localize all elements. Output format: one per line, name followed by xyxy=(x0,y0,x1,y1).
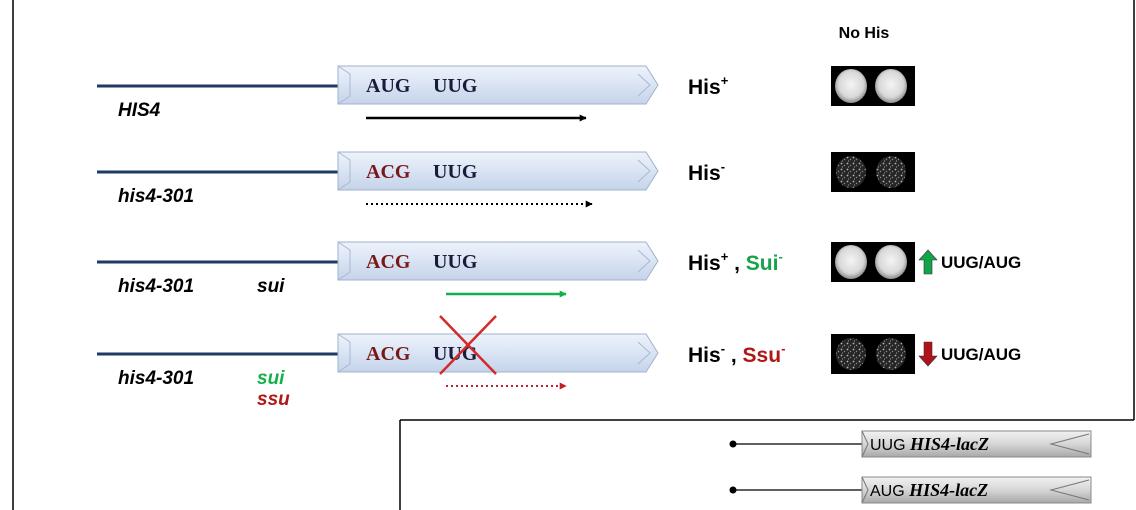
arrow-down-icon xyxy=(918,341,938,367)
gene-box xyxy=(337,241,659,281)
reporter-label: UUG HIS4-lacZ xyxy=(870,434,989,454)
construct-row: ACG UUG his4-301 His- xyxy=(97,151,915,208)
gene-box-bevel xyxy=(637,249,651,273)
gene-box-bevel xyxy=(337,333,351,373)
reporter-box-bevel xyxy=(861,430,869,458)
growth-spot xyxy=(831,152,915,192)
reporter-box-bevel xyxy=(1049,433,1090,455)
colony xyxy=(875,245,907,279)
strain-label: HIS4 xyxy=(118,100,161,121)
phenotype-label: His+ , Sui- xyxy=(688,249,783,275)
strain-label: his4-301 xyxy=(118,368,194,389)
start-codon: ACG xyxy=(366,161,411,183)
start-codon: ACG xyxy=(366,251,411,273)
colony xyxy=(876,156,906,188)
reporter-box xyxy=(861,476,1092,504)
construct-rows: AUG UUG HIS4 His+ ACG UUG his4-301 His- ACG UUG hi… xyxy=(97,65,1021,410)
phenotype-label: His- xyxy=(688,159,725,185)
arrow-up-icon xyxy=(918,249,938,275)
gene-box-bevel xyxy=(337,241,351,281)
gene-box xyxy=(337,151,659,191)
ratio-label: UUG/AUG xyxy=(941,253,1021,272)
gene-box-bevel xyxy=(337,65,351,105)
reporter-row: UUG HIS4-lacZ xyxy=(729,430,1092,458)
colony xyxy=(836,156,866,188)
uug-codon: UUG xyxy=(433,161,478,183)
construct-row: ACG UUG his4-301 sui His+ , Sui- UUG/AUG xyxy=(97,241,1021,298)
uug-codon: UUG xyxy=(433,343,478,365)
cross-mark xyxy=(439,315,497,375)
ratio-label: UUG/AUG xyxy=(941,345,1021,364)
phenotype-label: His+ xyxy=(688,73,729,99)
allele-label: ssu xyxy=(257,389,290,410)
colony xyxy=(835,69,867,103)
colony xyxy=(836,338,866,370)
gene-box-bevel xyxy=(637,159,651,183)
colony xyxy=(835,245,867,279)
phenotype-label: His- , Ssu- xyxy=(688,341,785,367)
allele-label: sui xyxy=(257,368,285,389)
uug-codon: UUG xyxy=(433,75,478,97)
gene-box-bevel xyxy=(637,341,651,365)
growth-spot xyxy=(831,334,915,374)
gene-box-bevel xyxy=(637,73,651,97)
growth-spot xyxy=(831,242,915,282)
no-his-header: No His xyxy=(839,25,890,42)
start-codon: ACG xyxy=(366,343,411,365)
reporter-box-bevel xyxy=(861,476,869,504)
gene-box xyxy=(337,333,659,373)
reporter-constructs: UUG HIS4-lacZ AUG HIS4-lacZ xyxy=(729,430,1092,504)
colony xyxy=(876,338,906,370)
allele-label: sui xyxy=(257,276,285,297)
construct-row: AUG UUG HIS4 His+ xyxy=(97,65,915,122)
reporter-box xyxy=(861,430,1092,458)
uug-codon: UUG xyxy=(433,251,478,273)
strain-label: his4-301 xyxy=(118,186,194,207)
colony xyxy=(875,69,907,103)
gene-box-bevel xyxy=(337,151,351,191)
reporter-row: AUG HIS4-lacZ xyxy=(729,476,1092,504)
growth-spot xyxy=(831,66,915,106)
reporter-label: AUG HIS4-lacZ xyxy=(870,480,988,500)
strain-label: his4-301 xyxy=(118,276,194,297)
reporter-box-bevel xyxy=(1049,479,1090,501)
start-codon: AUG xyxy=(366,75,411,97)
gene-box xyxy=(337,65,659,105)
